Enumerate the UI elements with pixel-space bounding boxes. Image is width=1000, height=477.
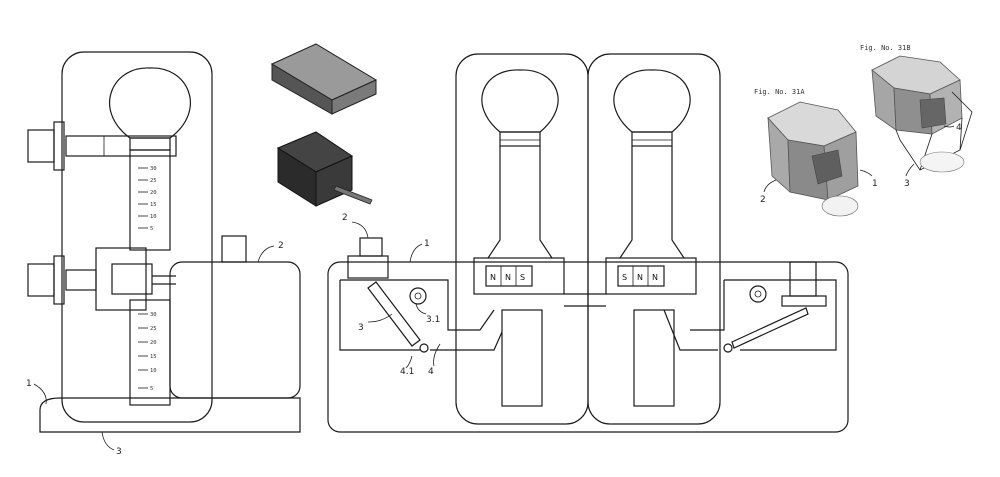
pipe-left	[339, 279, 503, 351]
cube-wire	[333, 185, 373, 205]
lever-left	[367, 281, 421, 347]
pivot-left	[409, 287, 427, 305]
valve-right	[723, 343, 733, 353]
sensor-block-right	[789, 261, 817, 297]
magnet-channel	[564, 293, 606, 307]
label-pipe: 4	[428, 367, 434, 377]
label-sensor-block: 2	[342, 213, 348, 223]
valve-left	[419, 343, 429, 353]
bulb-neck	[129, 137, 171, 151]
label-pivot: 3.1	[426, 315, 440, 325]
sensor-block-left-cap	[359, 237, 383, 257]
magnet-left	[485, 265, 533, 287]
sensor-blocks	[270, 43, 378, 207]
fig-31b-label-3: 3	[904, 179, 910, 189]
magnet-housing-left	[473, 257, 565, 295]
upper-tube	[129, 149, 171, 251]
figure-31a: Fig. No. 31A 1 2	[754, 88, 878, 217]
label-base: 1	[26, 379, 32, 389]
figure-31b: Fig. No. 31B 4 3	[860, 44, 973, 189]
upper-tick-3: 20	[150, 190, 157, 196]
upper-tick-5: 10	[150, 214, 157, 220]
magnet-right-pole-1: S	[622, 273, 627, 282]
pivot-right	[749, 285, 767, 303]
middle-device: N N S S N N 2 1	[327, 53, 849, 433]
upper-port-outer	[27, 129, 55, 163]
tall-enclosure	[61, 51, 213, 423]
tube-left	[487, 146, 553, 259]
lower-clamp-inner	[111, 263, 153, 295]
pipe-right	[663, 279, 837, 351]
lower-port-outer	[27, 263, 55, 297]
lower-clamp	[95, 247, 147, 311]
label-tank: 1	[424, 239, 430, 249]
fig-31b-label-4: 4	[956, 123, 962, 133]
magnet-right-pole-3: N	[652, 273, 658, 282]
neck-right	[631, 131, 673, 147]
fig-31a-label-1: 1	[872, 179, 878, 189]
bulb-right	[613, 69, 691, 133]
bulb-left	[481, 69, 559, 133]
magnet-left-pole-1: N	[490, 273, 496, 282]
side-box-cap	[221, 235, 247, 263]
upper-port-flange	[53, 121, 65, 171]
label-lever-arm: 3	[358, 323, 364, 333]
lower-tick-1: 30	[150, 312, 157, 318]
lower-tick-3: 20	[150, 340, 157, 346]
bulb	[109, 67, 191, 139]
sensor-block-left	[347, 255, 389, 279]
neck-left	[499, 131, 541, 147]
magnet-right	[617, 265, 665, 287]
tube-right	[619, 146, 685, 259]
fig-31b-caption: Fig. No. 31B	[860, 44, 911, 52]
lower-tube-right	[633, 309, 675, 407]
upper-tick-1: 30	[150, 166, 157, 172]
side-box	[169, 261, 301, 399]
label-valve: 4.1	[400, 367, 414, 377]
sensor-block-right-base	[781, 295, 827, 307]
lower-tick-2: 25	[150, 326, 157, 332]
magnet-right-pole-2: N	[637, 273, 643, 282]
lower-tube-left	[501, 309, 543, 407]
lower-port-flange	[53, 255, 65, 305]
upper-scale: 30 25 20 15 10 5	[138, 166, 157, 232]
enclosure-left	[455, 53, 589, 425]
fig-31a-caption: Fig. No. 31A	[754, 88, 805, 96]
magnet-left-pole-2: N	[505, 273, 511, 282]
lower-tick-6: 5	[150, 386, 153, 392]
upper-tick-6: 5	[150, 226, 153, 232]
lower-tick-5: 10	[150, 368, 157, 374]
lower-tick-4: 15	[150, 354, 157, 360]
magnet-left-pole-3: S	[520, 273, 525, 282]
lower-scale: 30 25 20 15 10 5	[138, 312, 157, 392]
lower-tube	[129, 299, 171, 406]
enclosure-right	[587, 53, 721, 425]
left-device: 30 25 20 15 10 5 30 25 20 15 10 5 1 2 3	[26, 51, 301, 457]
lever-right	[731, 307, 809, 349]
magnet-housing-right	[605, 257, 697, 295]
label-top-box: 2	[278, 241, 284, 251]
upper-probe	[65, 135, 177, 157]
upper-tick-2: 25	[150, 178, 157, 184]
lower-probe	[65, 269, 97, 291]
label-bottom-tab: 3	[116, 447, 122, 457]
fig-31a-label-2: 2	[760, 195, 766, 205]
upper-tick-4: 15	[150, 202, 157, 208]
